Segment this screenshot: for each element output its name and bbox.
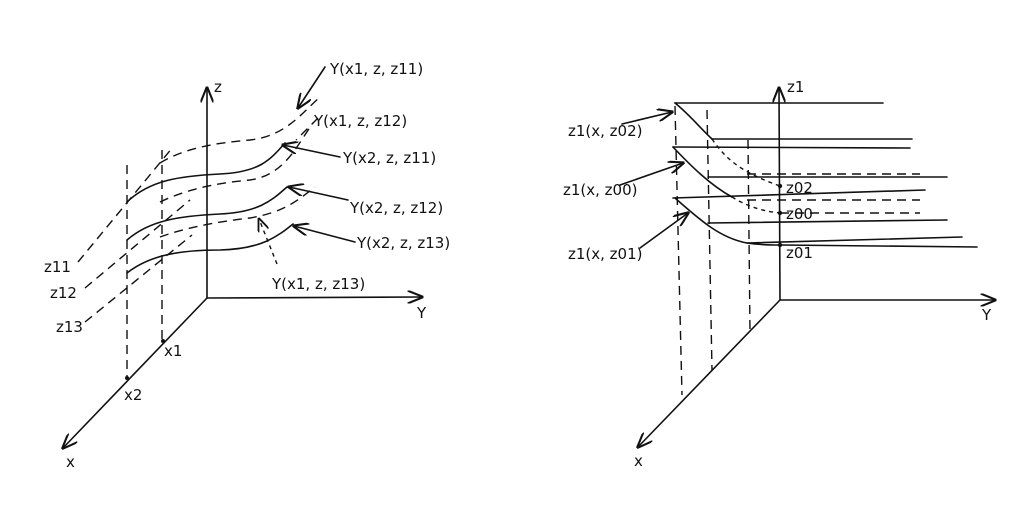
curve-z01 <box>674 197 781 246</box>
z12-label: z12 <box>50 284 77 302</box>
curve-z02-solid <box>674 102 713 140</box>
projection-line-3 <box>747 139 751 334</box>
label-x1-z11: Y(x1, z, z11) <box>329 60 423 78</box>
y-axis <box>206 297 422 298</box>
label-z1-z01: z1(x, z01) <box>568 245 643 263</box>
arrow-z01 <box>639 213 688 249</box>
arrow-x1-z13 <box>259 219 278 265</box>
label-x1-z13: Y(x1, z, z13) <box>271 275 365 293</box>
arrow-z02 <box>621 112 672 125</box>
curve-z02-dashed <box>711 138 781 187</box>
z02-point <box>777 183 783 189</box>
arrow-x2-z13 <box>294 226 356 243</box>
x1-label: x1 <box>164 342 182 360</box>
z13-level-line <box>84 234 193 323</box>
arrow-x2-z11 <box>283 145 341 158</box>
curve-x2-z13 <box>126 223 294 274</box>
horizontal-lines <box>672 102 978 248</box>
y-axis-label-right: Y <box>981 306 992 324</box>
z-axis-label: z <box>214 78 222 96</box>
x2-point <box>125 376 129 380</box>
right-diagram: z1 Y x z02 z00 z01 <box>563 78 995 470</box>
label-z1-z02: z1(x, z02) <box>568 122 643 140</box>
x-axis <box>63 297 208 448</box>
z13-label: z13 <box>56 318 83 336</box>
projection-line-2 <box>706 109 713 371</box>
x1-point <box>161 339 165 343</box>
z00-point <box>777 210 783 216</box>
curve-x1-z11 <box>159 96 321 164</box>
arrow-x2-z12 <box>289 187 349 201</box>
x-axis-right <box>638 299 781 447</box>
label-x2-z13: Y(x2, z, z13) <box>356 234 450 252</box>
z11-label: z11 <box>44 258 71 276</box>
curve-z00-dashed <box>731 196 781 214</box>
arrow-x1-z12 <box>295 117 319 141</box>
z12-level-line <box>84 199 191 289</box>
z01-label: z01 <box>786 244 813 262</box>
arrow-z00 <box>619 163 683 186</box>
z01-point <box>777 242 783 248</box>
label-x2-z11: Y(x2, z, z11) <box>342 149 436 167</box>
curve-x1-z12 <box>159 122 314 203</box>
curve-z00-solid <box>672 146 733 198</box>
projection-line-1 <box>674 105 683 396</box>
y-axis-label: Y <box>416 304 427 322</box>
x-axis-label: x <box>66 453 75 471</box>
x-axis-label-right: x <box>634 452 643 470</box>
curve-x2-z12 <box>126 186 288 241</box>
label-z1-z00: z1(x, z00) <box>563 181 638 199</box>
label-x1-z12: Y(x1, z, z12) <box>313 112 407 130</box>
curve-x1-z13 <box>159 186 316 238</box>
curve-x2-z11 <box>126 142 286 203</box>
z11-level-line <box>77 146 174 263</box>
arrow-x1-z11 <box>298 66 326 108</box>
label-x2-z12: Y(x2, z, z12) <box>349 199 443 217</box>
z02-label: z02 <box>786 179 813 197</box>
x2-label: x2 <box>124 386 142 404</box>
z00-label: z00 <box>786 205 813 223</box>
z1-axis-label: z1 <box>787 78 804 96</box>
left-diagram: z Y x x2 x1 z11 z12 z13 Y(x1, z, z11) Y(… <box>44 60 450 471</box>
